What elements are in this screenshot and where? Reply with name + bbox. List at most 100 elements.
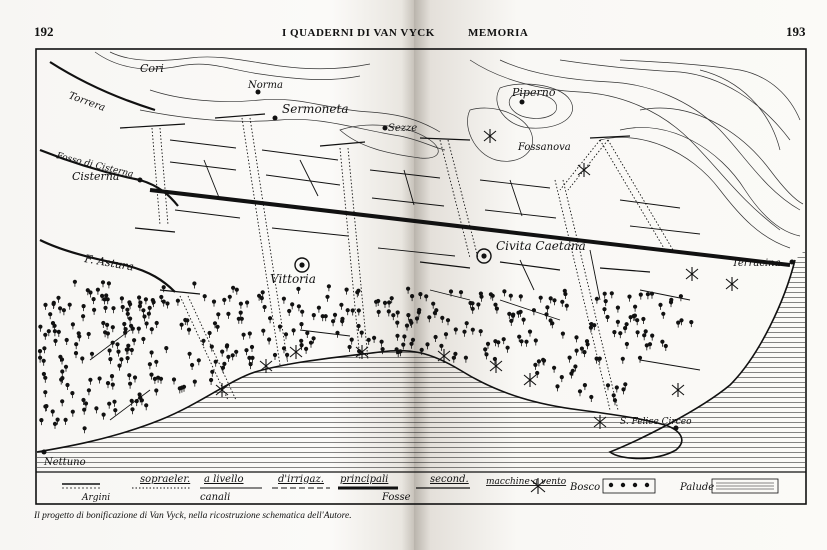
- tree: [395, 320, 400, 328]
- tree: [125, 307, 130, 315]
- tree: [245, 300, 250, 308]
- figure-caption: Il progetto di bonificazione di Van Vyck…: [34, 511, 352, 521]
- tree: [51, 301, 56, 309]
- tree: [61, 308, 66, 316]
- tree: [122, 321, 127, 329]
- tree: [332, 312, 338, 320]
- tree: [186, 327, 192, 335]
- tree: [106, 281, 111, 289]
- tree: [463, 355, 468, 363]
- tree: [451, 355, 456, 363]
- tree: [359, 330, 364, 338]
- tree: [538, 295, 543, 303]
- tree: [612, 330, 617, 338]
- tree: [85, 288, 90, 296]
- tree: [112, 399, 117, 407]
- tree: [70, 391, 75, 399]
- tree: [213, 359, 218, 367]
- tree: [552, 298, 557, 306]
- tree: [408, 318, 413, 326]
- tree: [86, 388, 91, 396]
- tree: [612, 398, 618, 406]
- tree: [110, 382, 115, 390]
- tree: [345, 308, 350, 316]
- tree: [376, 309, 381, 317]
- tree: [128, 302, 133, 310]
- tree: [404, 323, 410, 331]
- forest: [37, 279, 694, 434]
- tree: [605, 314, 610, 322]
- tree: [159, 294, 164, 302]
- tree: [127, 373, 132, 381]
- tree: [224, 344, 229, 352]
- tree: [641, 316, 646, 324]
- tree: [624, 341, 630, 349]
- tree: [82, 426, 87, 434]
- tree: [63, 364, 69, 372]
- tree: [299, 322, 304, 330]
- tree: [216, 312, 221, 320]
- tree: [171, 377, 177, 385]
- legend: Argini sopraeler. a livello d'irrigaz. c…: [62, 474, 779, 503]
- tree: [311, 313, 316, 321]
- legend-a-livello-label: a livello: [204, 474, 244, 485]
- tree: [649, 291, 655, 299]
- tree: [589, 394, 594, 402]
- tree: [533, 362, 538, 370]
- tree: [105, 322, 110, 330]
- tree: [149, 372, 154, 380]
- tree: [678, 294, 684, 302]
- tree: [136, 326, 141, 334]
- tree: [464, 321, 469, 329]
- tree: [340, 316, 345, 324]
- map-frame: [35, 48, 807, 505]
- tree: [89, 351, 95, 359]
- tree: [231, 285, 236, 293]
- tree: [669, 297, 674, 305]
- tree: [43, 332, 48, 340]
- tree: [339, 302, 344, 310]
- tree: [645, 292, 651, 300]
- tree: [105, 381, 111, 389]
- tree: [533, 338, 538, 346]
- tree: [478, 329, 483, 337]
- tree: [409, 341, 414, 349]
- tree: [141, 308, 146, 316]
- tree: [470, 301, 475, 309]
- tree: [222, 297, 227, 305]
- tree: [81, 314, 86, 322]
- tree: [43, 302, 48, 310]
- tree: [102, 297, 107, 305]
- tree: [115, 342, 120, 350]
- legend-principali-label: principali: [340, 474, 388, 485]
- tree: [425, 342, 430, 350]
- tree: [637, 355, 643, 363]
- tree: [382, 300, 388, 308]
- tree: [65, 382, 70, 390]
- tree: [478, 291, 483, 299]
- legend-argini-label: Argini: [81, 493, 110, 503]
- label-sermoneta: Sermoneta: [282, 102, 348, 116]
- tree: [304, 346, 309, 354]
- tree: [125, 356, 130, 364]
- town-dot-terracina: [789, 259, 795, 265]
- tree: [602, 307, 607, 315]
- tree: [635, 318, 640, 326]
- tree: [453, 327, 458, 335]
- tree: [175, 298, 180, 306]
- tree: [573, 364, 578, 372]
- tree: [443, 332, 449, 340]
- tree: [220, 349, 225, 357]
- tree: [100, 280, 106, 288]
- tree: [562, 288, 567, 296]
- tree: [502, 289, 507, 297]
- tree: [564, 303, 569, 311]
- tree: [226, 311, 231, 319]
- tree: [391, 313, 396, 321]
- tree: [202, 294, 207, 302]
- windmill-icon: [671, 383, 685, 397]
- raised-canals: [151, 117, 674, 411]
- tree: [60, 399, 65, 407]
- tree: [161, 285, 166, 293]
- tree: [676, 320, 681, 328]
